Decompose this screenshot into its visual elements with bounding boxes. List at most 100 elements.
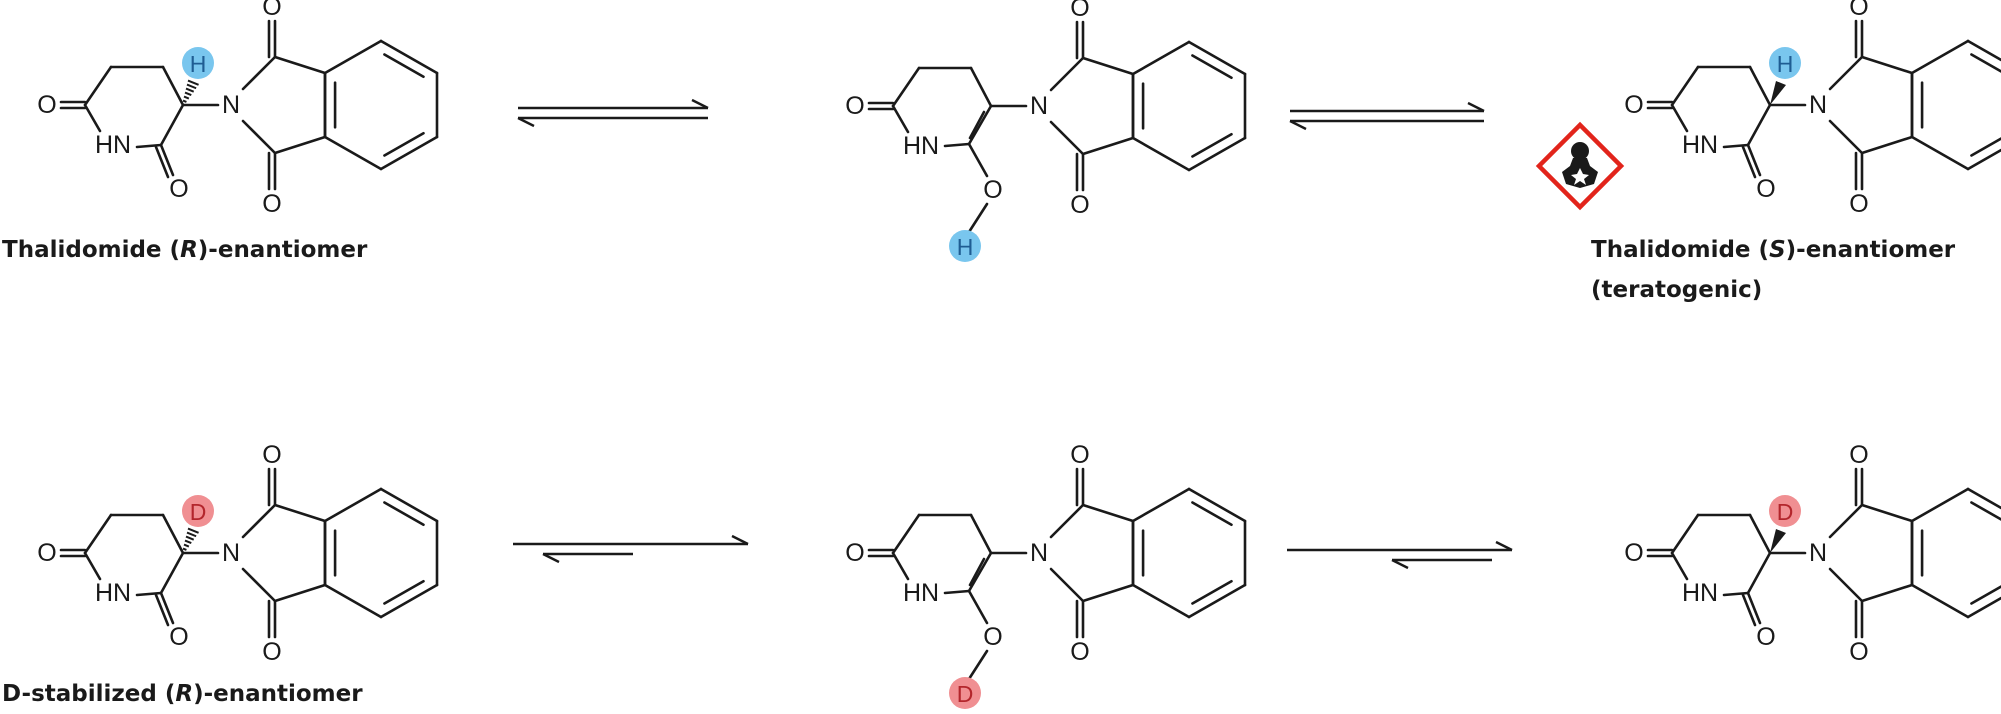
atom-o-lower: O bbox=[1756, 623, 1775, 651]
bond-ring bbox=[161, 65, 185, 107]
bond-ring-to-nh bbox=[1670, 551, 1689, 581]
bond-benzene bbox=[1966, 148, 2001, 171]
bond-ring bbox=[1748, 513, 1772, 555]
bond-co-lower bbox=[159, 591, 175, 625]
reverse-arrow-head bbox=[1289, 119, 1307, 131]
atom-n-imide: N bbox=[222, 91, 240, 119]
bond-benzene bbox=[1910, 39, 1970, 75]
bond-o-isotope bbox=[967, 649, 989, 681]
bond-n-carbonyl-bottom bbox=[1828, 119, 1864, 155]
atom-o-imide-top: O bbox=[262, 441, 281, 469]
atom-o-enol: O bbox=[983, 623, 1002, 651]
bond-benzene bbox=[1910, 135, 1970, 171]
bond-benzene-inner bbox=[1191, 54, 1233, 80]
bond-benzene bbox=[379, 135, 439, 171]
bond-ring bbox=[161, 513, 185, 555]
atom-o-imide-bottom: O bbox=[262, 638, 281, 666]
hashed-wedge-bond bbox=[182, 99, 187, 103]
equilibrium-top-right bbox=[1289, 101, 1485, 131]
caption-r-enantiomer: Thalidomide (R)-enantiomer bbox=[2, 236, 367, 265]
bond-benzene-inner bbox=[383, 131, 425, 157]
bond-benzene-inner bbox=[1191, 132, 1233, 158]
phthalimide-unit: O O N bbox=[222, 0, 439, 218]
forward-arrow-head bbox=[1467, 101, 1485, 113]
bond-enol-double-2 bbox=[968, 557, 986, 587]
caption-d-suffix: )-enantiomer bbox=[193, 681, 363, 707]
bond-ring bbox=[1746, 103, 1772, 147]
bond-n-carbonyl-top bbox=[1828, 503, 1864, 539]
phthalimide-unit: OON bbox=[1809, 441, 2001, 666]
atom-o-imide-top: O bbox=[262, 0, 281, 21]
bond-ring5-bottom bbox=[1860, 583, 1914, 603]
bond-benzene-inner bbox=[383, 579, 425, 605]
atom-n-imide: N bbox=[1030, 539, 1048, 567]
bond-nh-to-enol bbox=[943, 589, 971, 595]
atom-o-left: O bbox=[1624, 539, 1643, 567]
bond-n-carbonyl-bottom bbox=[241, 119, 277, 155]
atom-n-imide: N bbox=[222, 539, 240, 567]
atom-o-imide-bottom: O bbox=[1849, 190, 1868, 218]
bond-co-lower-2 bbox=[1741, 145, 1757, 179]
bond-benzene bbox=[323, 583, 383, 619]
hydrogen-badge-label: H bbox=[190, 51, 207, 77]
atom-o-left: O bbox=[1624, 91, 1643, 119]
equilibrium-bottom-right bbox=[1287, 540, 1513, 570]
hydrogen-badge-highlight bbox=[1769, 47, 1801, 79]
atom-o-imide-bottom: O bbox=[262, 190, 281, 218]
bond-co-lower bbox=[1746, 143, 1762, 177]
caption-teratogenic-text: (teratogenic) bbox=[1591, 277, 1763, 303]
bond-ring bbox=[891, 66, 921, 108]
atom-nh: HN bbox=[903, 579, 939, 607]
hydrogen-badge-highlight bbox=[949, 230, 981, 262]
bond-benzene bbox=[1187, 487, 1247, 523]
deuterium-badge-label: D bbox=[1777, 499, 1794, 525]
phthalimide-unit: OON bbox=[1030, 441, 1247, 666]
bond-benzene bbox=[1910, 487, 1970, 523]
bond-benzene-inner bbox=[383, 53, 425, 79]
hashed-wedge-bond bbox=[186, 83, 197, 90]
atom-o-left: O bbox=[845, 92, 864, 120]
caption-r-stereo: R bbox=[180, 237, 198, 263]
bond-benzene-inner bbox=[383, 501, 425, 527]
atom-o-left: O bbox=[37, 539, 56, 567]
bond-n-carbonyl-top bbox=[241, 503, 277, 539]
bond-ring-to-nh bbox=[83, 551, 102, 581]
bond-ring bbox=[891, 513, 921, 555]
atom-nh: HN bbox=[1682, 131, 1718, 159]
bond-benzene bbox=[323, 39, 383, 75]
bond-ring-to-nh bbox=[891, 104, 910, 134]
bond-co-lower bbox=[1746, 591, 1762, 625]
atom-nh: HN bbox=[95, 579, 131, 607]
bond-n-carbonyl-bottom bbox=[241, 567, 277, 603]
hashed-wedge-bond bbox=[182, 547, 187, 551]
atom-o-left: O bbox=[37, 91, 56, 119]
atom-o-imide-bottom: O bbox=[1070, 191, 1089, 219]
deuterium-badge-label: D bbox=[957, 681, 974, 707]
bond-n-carbonyl-top bbox=[1828, 55, 1864, 91]
caption-s-prefix: Thalidomide ( bbox=[1591, 237, 1770, 263]
bond-benzene-inner bbox=[1970, 137, 2001, 157]
bond-benzene bbox=[1966, 487, 2001, 510]
bond-n-carbonyl-bottom bbox=[1828, 567, 1864, 603]
hashed-wedge-bond bbox=[183, 95, 190, 100]
bond-ring bbox=[1670, 513, 1700, 555]
bond-nh-to-enol bbox=[943, 142, 971, 148]
bond-benzene bbox=[379, 39, 439, 75]
hydrogen-badge-highlight bbox=[182, 47, 214, 79]
bond-nh-to-carbonyl bbox=[135, 591, 163, 597]
bond-ring-to-nh bbox=[1670, 103, 1689, 133]
caption-r-suffix: )-enantiomer bbox=[197, 237, 368, 263]
bond-benzene bbox=[1187, 136, 1247, 172]
bond-ring5-top bbox=[1860, 55, 1914, 75]
atom-o-lower: O bbox=[169, 175, 188, 203]
deuterium-badge-label: D bbox=[190, 499, 207, 525]
phthalimide-unit: OON bbox=[1809, 0, 2001, 218]
bond-benzene bbox=[323, 135, 383, 171]
bond-benzene bbox=[323, 487, 383, 523]
bond-benzene bbox=[1131, 136, 1191, 172]
bond-ring5-top bbox=[1081, 503, 1135, 523]
solid-wedge-bond bbox=[1770, 529, 1786, 553]
bond-benzene-inner bbox=[1191, 579, 1233, 605]
